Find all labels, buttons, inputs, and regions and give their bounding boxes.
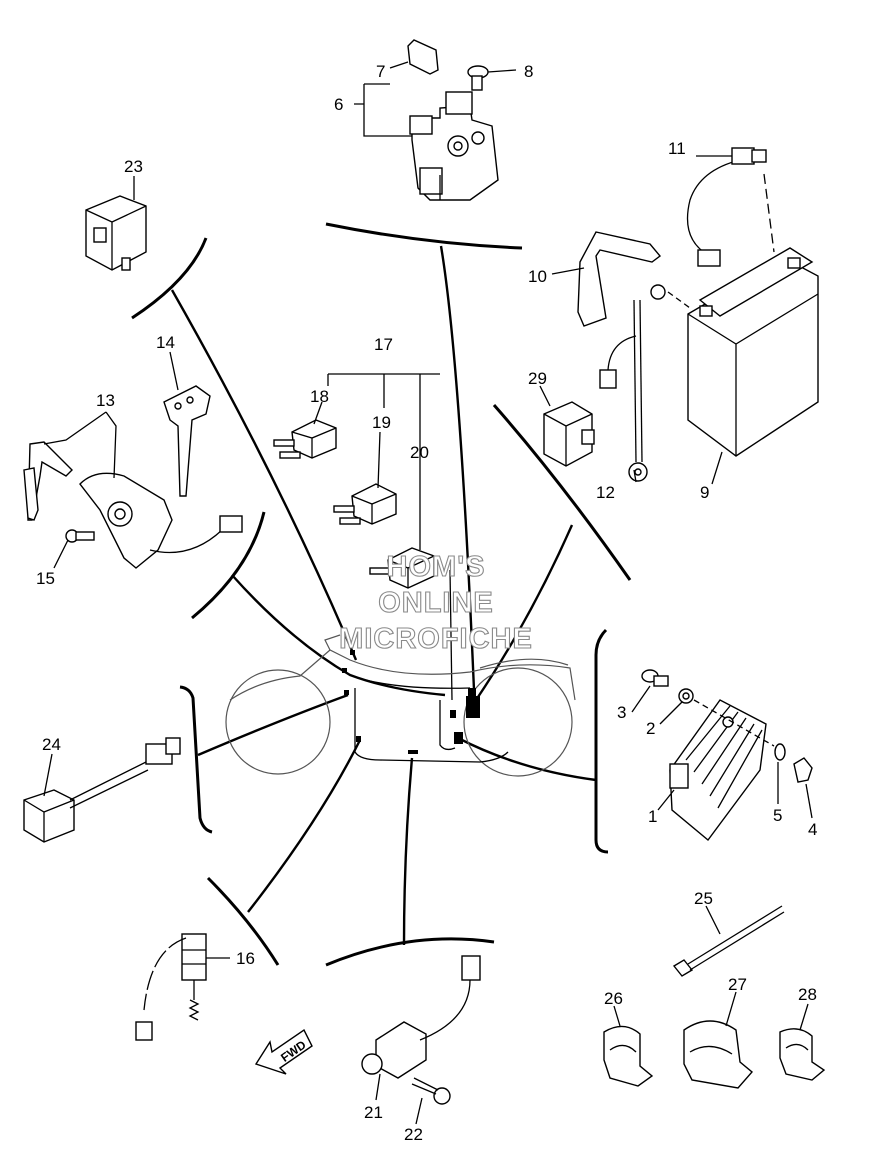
rectifier-collar bbox=[774, 743, 786, 761]
battery bbox=[687, 247, 819, 457]
callout-8: 8 bbox=[524, 62, 533, 81]
battery-lead-wire bbox=[686, 147, 775, 267]
callout-leaders bbox=[43, 61, 813, 1125]
flasher-relay bbox=[543, 401, 595, 467]
switch-screw bbox=[65, 529, 95, 543]
callout-12: 12 bbox=[596, 483, 615, 502]
callout-21: 21 bbox=[364, 1103, 383, 1122]
callout-7: 7 bbox=[376, 62, 385, 81]
watermark: HOM'S ONLINE MICROFICHE bbox=[339, 550, 533, 655]
clamp-27 bbox=[683, 1020, 753, 1089]
switch-bolt bbox=[411, 1077, 451, 1105]
fuse-19 bbox=[333, 483, 397, 525]
callout-15: 15 bbox=[36, 569, 55, 588]
bracket-top bbox=[325, 222, 523, 250]
callout-14: 14 bbox=[156, 333, 175, 352]
bracket-bottom bbox=[325, 937, 495, 967]
leader-left-lower bbox=[197, 693, 349, 757]
forward-arrow-icon: FWD bbox=[254, 1028, 313, 1075]
callout-4: 4 bbox=[808, 820, 817, 839]
callout-20: 20 bbox=[410, 443, 429, 462]
callout-19: 19 bbox=[372, 413, 391, 432]
callout-2: 2 bbox=[646, 719, 655, 738]
callout-16: 16 bbox=[236, 949, 255, 968]
leader-top bbox=[439, 245, 476, 691]
battery-strap bbox=[577, 231, 662, 327]
callout-26: 26 bbox=[604, 989, 623, 1008]
callout-5: 5 bbox=[773, 806, 782, 825]
leader-right-lower bbox=[457, 736, 597, 782]
sidestand-switch bbox=[361, 955, 481, 1079]
relay-bolt bbox=[467, 65, 517, 91]
bracket-left-mid bbox=[191, 511, 266, 620]
callout-25: 25 bbox=[694, 889, 713, 908]
callout-23: 23 bbox=[124, 157, 143, 176]
bracket-upper-left bbox=[131, 237, 208, 320]
fuse-20 bbox=[369, 547, 435, 589]
leader-fuse bbox=[449, 569, 453, 701]
leader-bottom bbox=[402, 757, 414, 946]
callout-9: 9 bbox=[700, 483, 709, 502]
leader-bottom-left bbox=[247, 739, 362, 913]
callout-24: 24 bbox=[42, 735, 61, 754]
callout-10: 10 bbox=[528, 267, 547, 286]
callout-29: 29 bbox=[528, 369, 547, 388]
callout-28: 28 bbox=[798, 985, 817, 1004]
callout-18: 18 bbox=[310, 387, 329, 406]
watermark-line-3: MICROFICHE bbox=[339, 623, 533, 655]
callout-11: 11 bbox=[668, 139, 686, 158]
clamp-26 bbox=[603, 1025, 654, 1087]
motorcycle-outline bbox=[225, 634, 576, 777]
sensor bbox=[23, 737, 181, 843]
bracket-left-lower bbox=[179, 685, 213, 834]
callout-27: 27 bbox=[728, 975, 747, 994]
main-switch bbox=[23, 441, 243, 569]
fuse-18 bbox=[273, 419, 337, 459]
callout-17: 17 bbox=[374, 335, 393, 354]
clamp-28 bbox=[779, 1028, 826, 1081]
watermark-line-2: ONLINE bbox=[378, 587, 494, 619]
callout-numbers: 1 2 3 4 5 6 7 8 9 10 11 12 13 14 15 16 1… bbox=[36, 62, 817, 1144]
starter-relay bbox=[409, 91, 499, 201]
leader-upper-left bbox=[170, 289, 358, 661]
bracket-right-upper bbox=[492, 404, 632, 581]
rectifier-bolt bbox=[641, 669, 669, 687]
cable-tie bbox=[672, 905, 785, 977]
relay-unit bbox=[85, 195, 147, 271]
bracket-right-lower bbox=[594, 628, 609, 854]
callout-13: 13 bbox=[96, 391, 115, 410]
leader-right-upper bbox=[475, 524, 574, 701]
neutral-switch bbox=[135, 933, 207, 1041]
rectifier-washer bbox=[678, 688, 775, 747]
battery-cable bbox=[599, 284, 691, 482]
callout-3: 3 bbox=[617, 703, 626, 722]
bracket-bottom-left bbox=[206, 876, 280, 966]
callout-6: 6 bbox=[334, 95, 343, 114]
rectifier-nut bbox=[793, 757, 813, 783]
callout-1: 1 bbox=[648, 807, 657, 826]
callout-22: 22 bbox=[404, 1125, 423, 1144]
ignition-key bbox=[163, 385, 211, 497]
rectifier-regulator bbox=[669, 699, 767, 842]
watermark-line-1: HOM'S bbox=[387, 551, 486, 583]
relay-fuse bbox=[407, 39, 439, 75]
